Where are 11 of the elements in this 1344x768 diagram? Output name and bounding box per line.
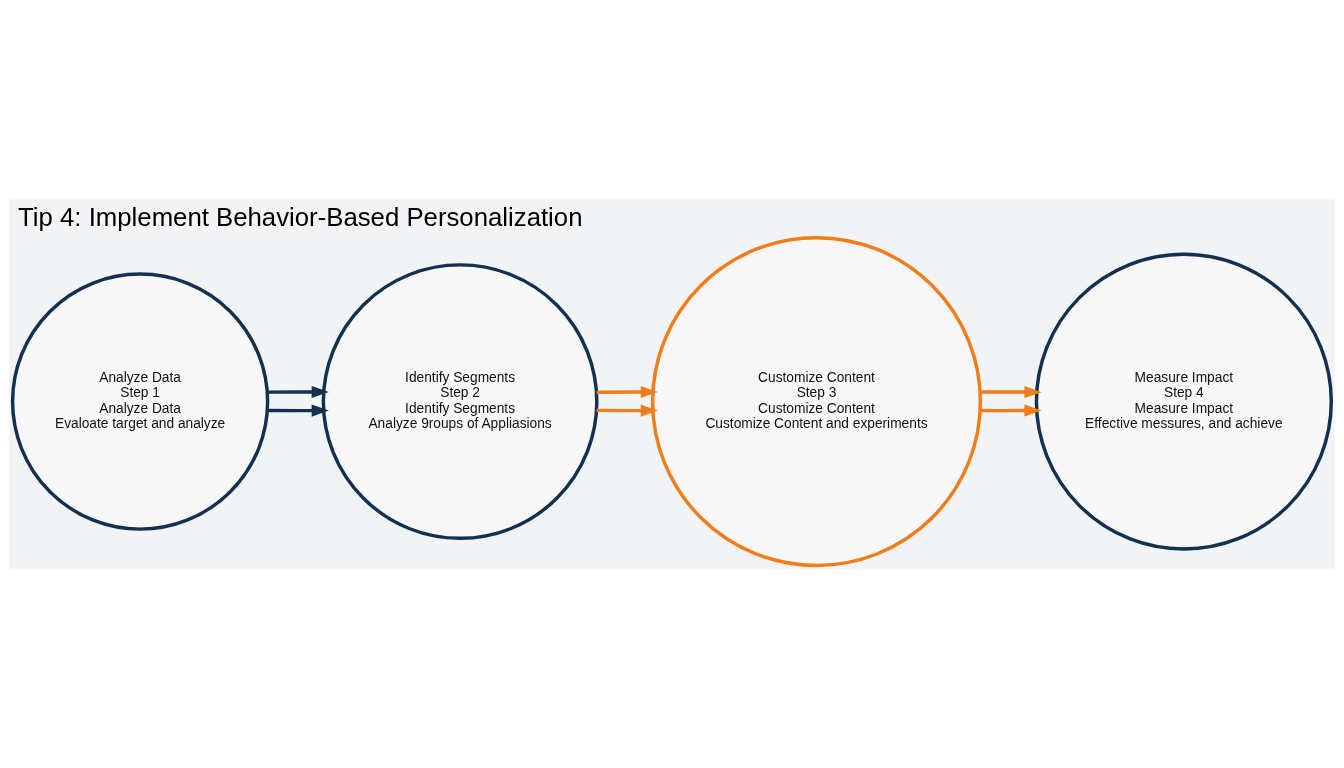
- arrow: [267, 404, 329, 417]
- arrow: [980, 404, 1042, 417]
- diagram-title: Tip 4: Implement Behavior-Based Personalization: [18, 203, 583, 232]
- arrow: [596, 404, 658, 417]
- arrow: [596, 385, 658, 398]
- arrow: [980, 385, 1042, 399]
- node-circle: Identify Segments Step 2 Identify Segments Analyze 9roups of Appliasions: [321, 263, 599, 541]
- arrow: [267, 385, 329, 398]
- node-circle: Measure Impact Step 4 Measure Impact Effective messures, and achieve: [1034, 252, 1333, 551]
- node-circle: Customize Content Step 3 Customize Content Customize Content and experiments: [650, 236, 983, 568]
- node-circle: Analyze Data Step 1 Analyze Data Evaloate target and analyze: [10, 272, 270, 531]
